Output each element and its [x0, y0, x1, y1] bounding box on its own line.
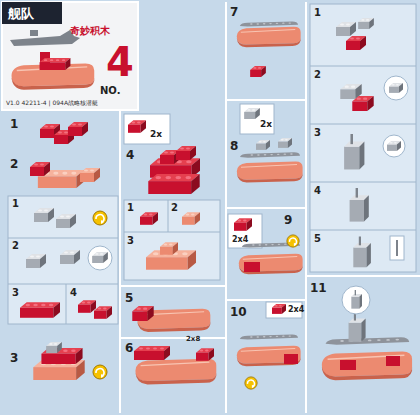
- step-number: 11: [310, 282, 327, 294]
- substep-number: 4: [314, 186, 321, 196]
- substep-number: 4: [70, 288, 77, 298]
- step-number: 7: [230, 6, 238, 18]
- substep-number: 3: [127, 236, 134, 246]
- set-number: 4: [106, 42, 134, 82]
- brick-size: 2x4: [232, 236, 248, 244]
- step-number: 2: [10, 158, 18, 170]
- step-number: 5: [125, 292, 133, 304]
- step-number: 3: [10, 352, 18, 364]
- step-number: 10: [230, 306, 247, 318]
- substep-number: 5: [314, 234, 321, 244]
- brick-size: 2x8: [186, 336, 200, 343]
- step-number: 9: [284, 214, 292, 226]
- substep-number: 1: [12, 199, 19, 209]
- number-prefix: NO.: [100, 86, 120, 96]
- brand-name: 奇妙积木: [70, 26, 110, 36]
- step-number: 6: [125, 342, 133, 354]
- brick-size: 2x4: [288, 306, 304, 314]
- logo-text: 舰队: [8, 7, 34, 20]
- quantity: 2x: [260, 120, 272, 129]
- set-info: V1.0 42211-4 | 094A战略核潜艇: [6, 100, 98, 106]
- substep-number: 1: [314, 8, 321, 18]
- substep-number: 3: [12, 288, 19, 298]
- substep-number: 3: [314, 128, 321, 138]
- substep-number: 2: [12, 241, 19, 251]
- substep-number: 1: [127, 203, 134, 213]
- step-number: 4: [126, 149, 134, 161]
- step-number: 1: [10, 118, 18, 130]
- quantity: 2x: [150, 130, 162, 139]
- substep-number: 2: [314, 70, 321, 80]
- substep-number: 2: [171, 203, 178, 213]
- step-number: 8: [230, 140, 238, 152]
